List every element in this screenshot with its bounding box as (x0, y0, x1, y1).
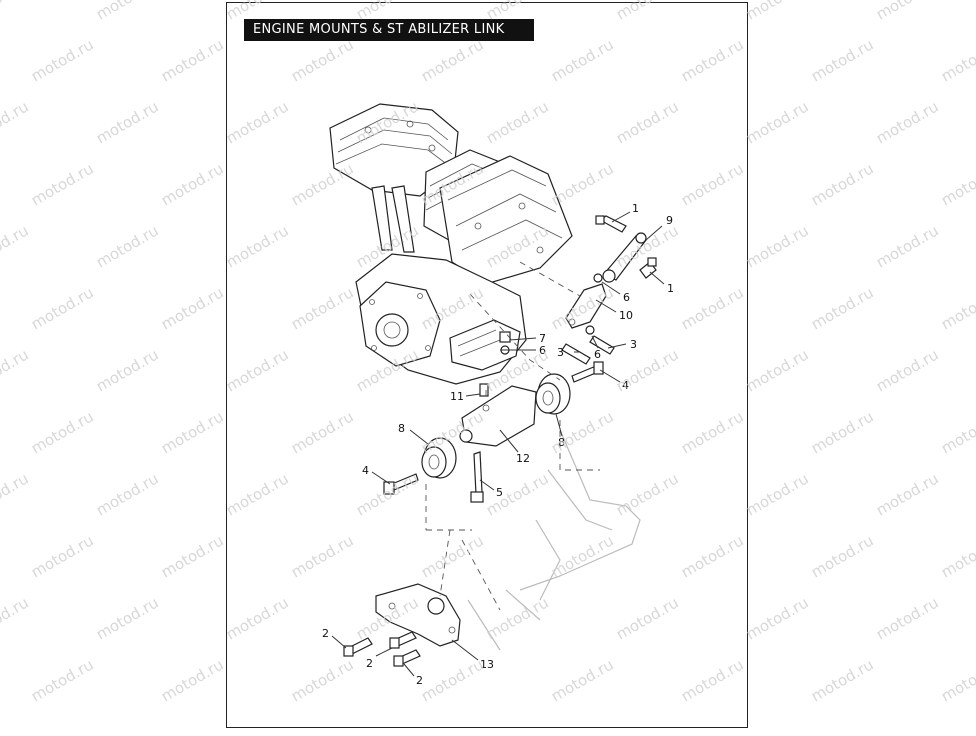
callout-labels: 1 9 1 6 10 7 6 3 3 6 4 11 8 8 12 4 5 2 2… (322, 202, 674, 687)
bolt-4-left (383, 473, 419, 495)
callout-label: 5 (496, 486, 503, 499)
callout-label: 12 (516, 452, 530, 465)
callout-label: 2 (416, 674, 423, 687)
leader-lines (331, 211, 665, 677)
rear-mount-13 (375, 583, 461, 647)
engine-illustration (329, 103, 573, 385)
dowel-11 (479, 383, 489, 397)
stabilizer-link-9 (602, 232, 647, 283)
callout-label: 11 (450, 390, 464, 403)
callout-label: 10 (619, 309, 633, 322)
bolt-5 (470, 451, 484, 503)
callout-label: 8 (558, 436, 565, 449)
isolator-8-right (535, 373, 571, 415)
bolt-4-right (571, 361, 604, 383)
callout-label: 6 (539, 344, 546, 357)
callout-label: 6 (623, 291, 630, 304)
callout-label: 2 (322, 627, 329, 640)
bolt-1-upper (595, 215, 627, 233)
callout-label: 1 (632, 202, 639, 215)
callout-label: 3 (630, 338, 637, 351)
bolt-1-right (639, 257, 657, 279)
callout-label: 2 (366, 657, 373, 670)
stabilizer-bracket-10 (565, 283, 607, 329)
washer-6-upper (593, 273, 603, 283)
washer-6-mid (585, 325, 595, 335)
callout-label: 9 (666, 214, 673, 227)
frame-illustration (467, 429, 641, 651)
alignment-lines (425, 261, 600, 611)
page-title: ENGINE MOUNTS & ST ABILIZER LINK (244, 19, 534, 41)
isolator-8-left (421, 437, 457, 479)
callout-label: 4 (622, 379, 629, 392)
callout-label: 4 (362, 464, 369, 477)
front-mount-bracket-12 (459, 385, 537, 447)
callout-label: 8 (398, 422, 405, 435)
callout-label: 7 (539, 332, 546, 345)
bolts-3 (561, 335, 615, 365)
callout-label: 13 (480, 658, 494, 671)
callout-label: 1 (667, 282, 674, 295)
callout-label: 6 (594, 348, 601, 361)
callout-label: 3 (557, 346, 564, 359)
bolts-2 (343, 631, 421, 667)
